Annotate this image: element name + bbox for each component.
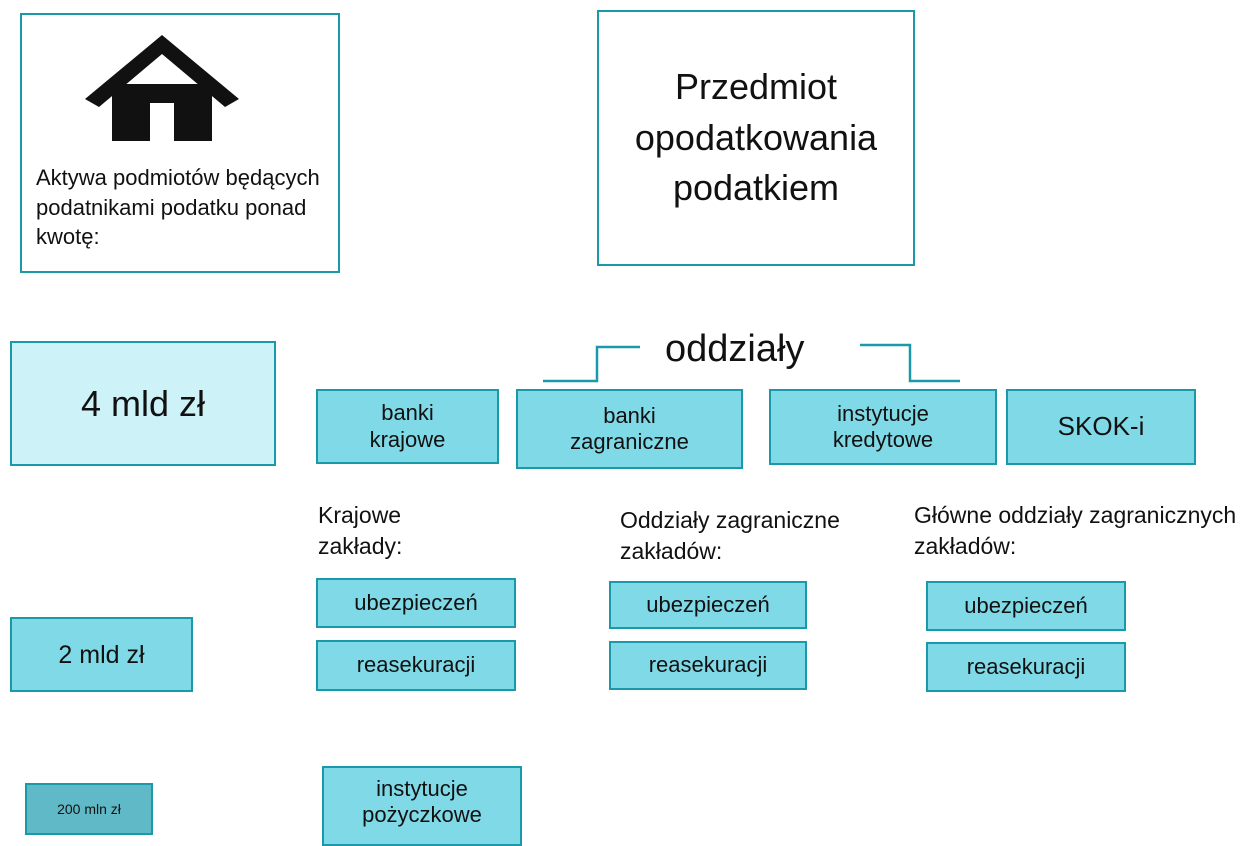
house-icon xyxy=(79,29,245,146)
loan-institutions-label: instytucje pożyczkowe xyxy=(362,776,482,828)
bank-card-foreign-label: banki zagraniczne xyxy=(570,402,689,454)
bank-card-skok: SKOK-i xyxy=(1006,389,1196,465)
threshold-200mln: 200 mln zł xyxy=(25,783,153,835)
bank-card-foreign: banki zagraniczne xyxy=(516,389,743,469)
insurance-card-main-insurance-label: ubezpieczeń xyxy=(964,592,1088,618)
insurance-card-foreign-reinsurance: reasekuracji xyxy=(609,641,807,690)
title-box: Przedmiot opodatkowania podatkiem xyxy=(597,10,915,266)
loan-institutions-card: instytucje pożyczkowe xyxy=(322,766,522,846)
insurance-card-foreign-reinsurance-label: reasekuracji xyxy=(648,652,768,678)
threshold-2mld-label: 2 mld zł xyxy=(58,640,145,669)
assets-box: Aktywa podmiotów będących podatnikami po… xyxy=(20,13,340,273)
branches-label: oddziały xyxy=(665,328,805,370)
threshold-2mld: 2 mld zł xyxy=(10,617,193,692)
threshold-200mln-label: 200 mln zł xyxy=(57,800,121,817)
bank-card-domestic-label: banki krajowe xyxy=(369,400,446,452)
title-text: Przedmiot opodatkowania podatkiem xyxy=(634,66,878,209)
insurance-card-domestic-reinsurance: reasekuracji xyxy=(316,640,516,691)
bank-card-domestic: banki krajowe xyxy=(316,389,499,464)
insurance-card-domestic-reinsurance-label: reasekuracji xyxy=(356,652,476,678)
insurance-card-domestic-insurance-label: ubezpieczeń xyxy=(354,589,478,615)
insurance-group-domestic-heading: Krajowe zakłady: xyxy=(318,502,403,560)
assets-text: Aktywa podmiotów będących podatnikami po… xyxy=(36,165,320,250)
insurance-card-main-reinsurance-label: reasekuracji xyxy=(966,653,1086,679)
threshold-4mld: 4 mld zł xyxy=(10,341,276,466)
insurance-card-domestic-insurance: ubezpieczeń xyxy=(316,578,516,628)
insurance-card-foreign-insurance-label: ubezpieczeń xyxy=(646,591,770,617)
insurance-card-main-insurance: ubezpieczeń xyxy=(926,581,1126,631)
insurance-card-foreign-insurance: ubezpieczeń xyxy=(609,581,807,629)
insurance-card-main-reinsurance: reasekuracji xyxy=(926,642,1126,692)
insurance-group-main-branches-heading: Główne oddziały zagranicznych zakładów: xyxy=(914,502,1237,560)
insurance-group-foreign-branches-heading: Oddziały zagraniczne zakładów: xyxy=(620,507,840,565)
threshold-4mld-label: 4 mld zł xyxy=(80,382,206,424)
bank-card-skok-label: SKOK-i xyxy=(1057,411,1145,442)
bank-card-credit-institutions: instytucje kredytowe xyxy=(769,389,997,465)
bank-card-credit-institutions-label: instytucje kredytowe xyxy=(832,400,934,452)
